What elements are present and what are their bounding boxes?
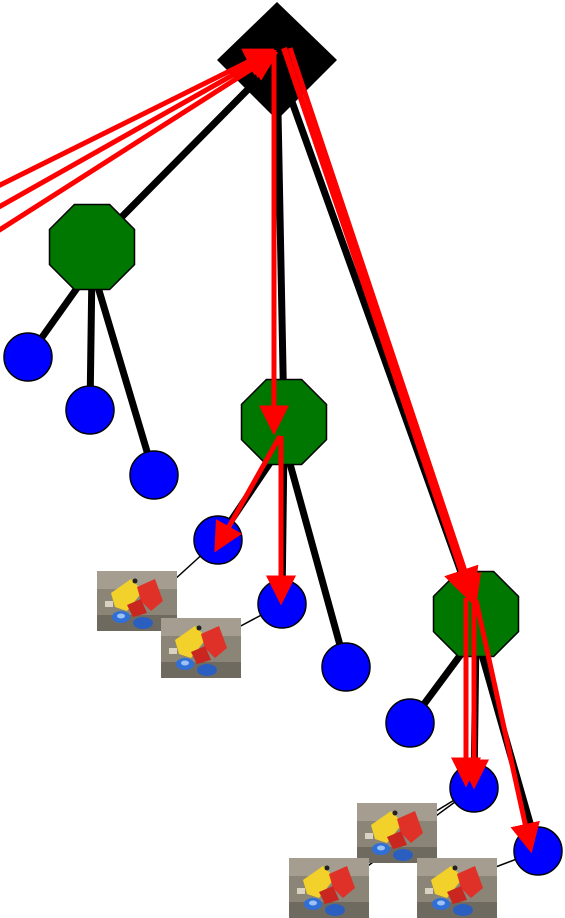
toy-red-wing xyxy=(457,866,483,898)
toy-white-part xyxy=(365,833,373,839)
arrow-incoming-2 xyxy=(0,50,277,210)
toy-eye xyxy=(324,865,330,871)
toy-white-part xyxy=(425,888,433,894)
leaf-node-circle-1 xyxy=(3,332,53,382)
toy-car-thumbnail-3 xyxy=(357,803,437,863)
arrow-incoming-1 xyxy=(0,48,275,188)
toy-yellow-body xyxy=(303,866,335,898)
toy-eye xyxy=(392,810,398,816)
toy-white-part xyxy=(169,648,177,654)
leaf-node-circle-2 xyxy=(65,385,115,435)
leaf-node-circle-4 xyxy=(193,515,243,565)
tree-edge-root-to-node-2 xyxy=(273,56,288,426)
leaf-node-circle-6 xyxy=(321,642,371,692)
toy-wheel-highlight xyxy=(377,845,385,851)
toy-white-part xyxy=(297,888,305,894)
internal-node-octagon-2 xyxy=(240,378,328,466)
tree-edge-leaf-6 xyxy=(280,438,350,671)
internal-node-octagon-1 xyxy=(48,203,136,291)
toy-red-part xyxy=(319,886,339,904)
toy-eye xyxy=(196,625,202,631)
toy-red-wing xyxy=(137,579,163,611)
tree-edge-root-to-node-1 xyxy=(88,56,281,251)
leaf-node-circle-3 xyxy=(129,450,179,500)
toy-yellow-body xyxy=(175,626,207,658)
arrow-incoming-3 xyxy=(0,51,279,233)
toy-red-part xyxy=(447,886,467,904)
toy-wheel-highlight xyxy=(117,613,125,619)
toy-wheel-highlight xyxy=(181,660,189,666)
tree-edge-leaf-3 xyxy=(88,263,158,479)
toy-yellow-body xyxy=(431,866,463,898)
red-arrows xyxy=(0,47,540,854)
toy-yellow-body xyxy=(371,811,403,843)
arrow-node-2-to-leaf-4 xyxy=(214,434,283,553)
leaf-node-circle-9 xyxy=(513,826,563,876)
toy-blue-wheel-right xyxy=(325,904,345,916)
toy-yellow-body xyxy=(111,579,143,611)
toy-white-part xyxy=(105,601,113,607)
toy-eye xyxy=(132,578,138,584)
toy-blue-wheel-right xyxy=(133,617,153,629)
leaf-node-circle-7 xyxy=(385,698,435,748)
toy-red-part xyxy=(127,599,147,617)
toy-red-part xyxy=(387,831,407,849)
toy-blue-wheel-right xyxy=(393,849,413,861)
toy-red-part xyxy=(191,646,211,664)
toy-wheel-highlight xyxy=(309,900,317,906)
toy-blue-wheel-right xyxy=(453,904,473,916)
toy-red-wing xyxy=(329,866,355,898)
toy-car-thumbnail-4 xyxy=(289,858,369,918)
toy-blue-wheel-right xyxy=(197,664,217,676)
toy-red-wing xyxy=(201,626,227,658)
toy-red-wing xyxy=(397,811,423,843)
toy-eye xyxy=(452,865,458,871)
arrow-root-to-node-3-b xyxy=(287,47,482,606)
arrow-root-to-node-3 xyxy=(281,47,479,605)
toy-car-thumbnail-2 xyxy=(161,618,241,678)
toy-wheel-highlight xyxy=(437,900,445,906)
toy-car-thumbnail-5 xyxy=(417,858,497,918)
arrow-node-3-to-leaf-9 xyxy=(473,599,540,854)
